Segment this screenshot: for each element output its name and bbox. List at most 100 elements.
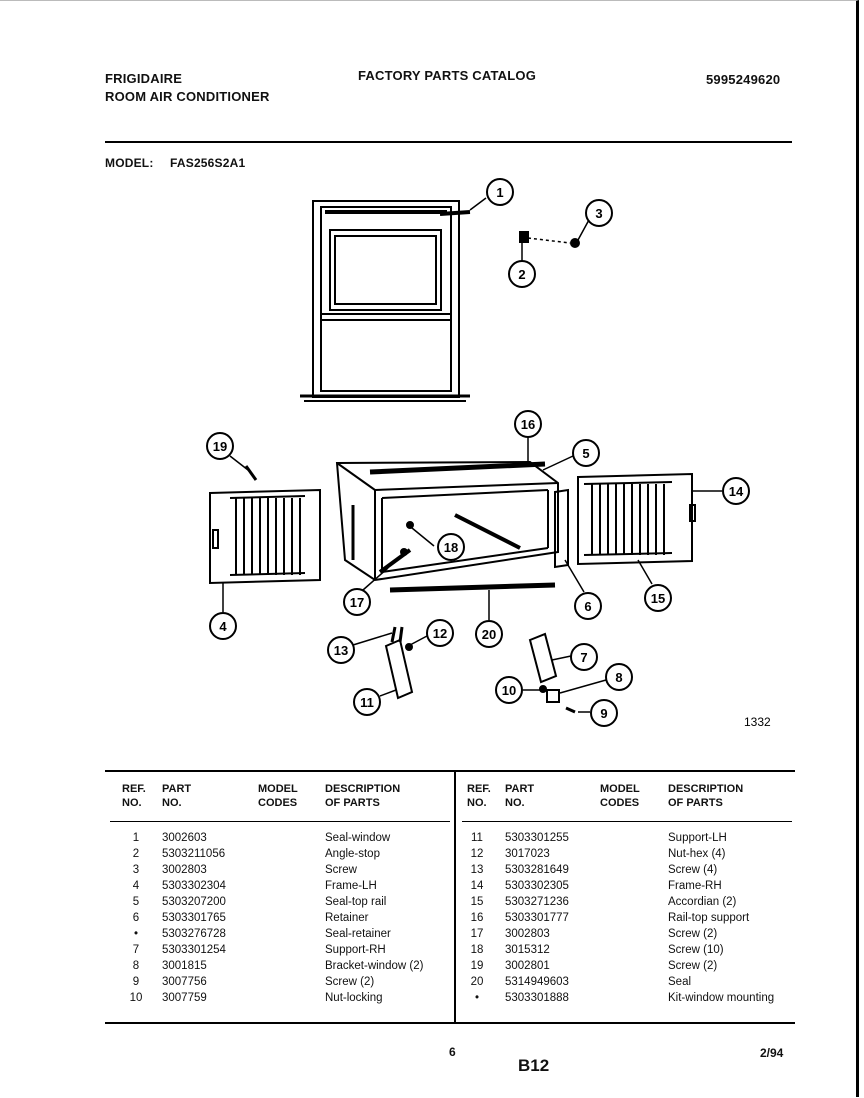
part-number-cell: 5303281649	[505, 864, 569, 876]
ref-cell: 8	[132, 960, 140, 972]
catalog-title: FACTORY PARTS CATALOG	[358, 68, 537, 83]
ref-cell: 6	[132, 912, 140, 924]
description-cell: Support-RH	[325, 944, 386, 956]
description-cell: Kit-window mounting	[668, 992, 775, 1004]
callout-4	[209, 612, 237, 640]
description-cell: Rail-top support	[668, 912, 750, 924]
part-number-cell: 5303207200	[162, 896, 226, 908]
part-number-cell: 3015312	[505, 944, 550, 956]
description-cell: Seal-window	[325, 832, 391, 844]
callout-2	[508, 260, 536, 288]
ref-cell: 9	[132, 976, 140, 988]
description-cell: Screw	[325, 864, 357, 876]
part-number-cell: 5303301254	[162, 944, 226, 956]
description-cell: Nut-hex (4)	[668, 848, 726, 860]
table-top-rule	[105, 770, 795, 772]
ref-cell: 20	[470, 976, 484, 988]
support-hardware	[384, 626, 576, 714]
callout-circles	[206, 178, 750, 727]
description-cell: Seal-retainer	[325, 928, 391, 940]
callout-17	[343, 588, 371, 616]
brand-name: FRIGIDAIRE	[105, 71, 183, 86]
callout-10	[495, 676, 523, 704]
figure-number: 1332	[744, 715, 771, 729]
description-cell: Support-LH	[668, 832, 727, 844]
angle-stop-parts	[519, 231, 580, 248]
description-cell: Screw (10)	[668, 944, 724, 956]
description-cell: Seal-top rail	[325, 896, 387, 908]
callout-9	[590, 699, 618, 727]
ref-cell: 4	[132, 880, 140, 892]
ref-cell: 18	[470, 944, 484, 956]
ref-cell: 1	[132, 832, 140, 844]
callout-label: 6	[584, 599, 591, 614]
part-number-cell: 5303301255	[505, 832, 569, 844]
callout-label: 14	[729, 484, 744, 499]
callout-label: 2	[518, 267, 525, 282]
header-model-right: MODEL CODES	[600, 783, 640, 809]
left-frame	[209, 488, 321, 585]
part-number-cell: 5303211056	[162, 848, 226, 860]
ref-cell: •	[474, 992, 480, 1004]
ref-cell: 17	[470, 928, 484, 940]
callout-1	[486, 178, 514, 206]
part-number-cell: 5303302305	[505, 880, 569, 892]
callout-6	[574, 592, 602, 620]
leader-lines	[222, 197, 722, 713]
header-desc-left: DESCRIPTION OF PARTS	[325, 783, 401, 809]
description-cell: Bracket-window (2)	[325, 960, 424, 972]
callout-8	[605, 663, 633, 691]
ref-cell: 13	[470, 864, 484, 876]
right-header-rule	[462, 821, 792, 822]
part-number-cell: 3017023	[505, 848, 550, 860]
section-code: B12	[518, 1056, 550, 1075]
part-number-cell: 3002801	[505, 960, 550, 972]
ref-cell: 19	[470, 960, 484, 972]
description-cell: Frame-LH	[325, 880, 377, 892]
header-rule	[105, 141, 792, 143]
ref-cell: 10	[129, 992, 143, 1004]
header-part-left: PART NO.	[162, 783, 192, 809]
ref-cell: 12	[470, 848, 484, 860]
header-ref-right: REF. NO.	[467, 783, 491, 809]
ref-cell: 11	[471, 832, 483, 844]
ref-cell: •	[133, 928, 139, 940]
part-number-cell: 5303301777	[505, 912, 569, 924]
description-cell: Retainer	[325, 912, 369, 924]
callout-label: 17	[350, 595, 364, 610]
header-desc-right: DESCRIPTION OF PARTS	[668, 783, 744, 809]
part-number-cell: 3002603	[162, 832, 207, 844]
part-number-cell: 5303276728	[162, 928, 226, 940]
part-number-cell: 3007759	[162, 992, 207, 1004]
part-number-cell: 5314949603	[505, 976, 569, 988]
part-number-cell: 5303271236	[505, 896, 569, 908]
part-number-cell: 3002803	[162, 864, 207, 876]
callout-13	[327, 636, 355, 664]
header-part-right: PART NO.	[505, 783, 535, 809]
header-model-left: MODEL CODES	[258, 783, 298, 809]
callout-20	[475, 620, 503, 648]
callout-19	[206, 432, 234, 460]
callout-label: 8	[615, 670, 622, 685]
callout-label: 7	[580, 650, 587, 665]
callout-label: 3	[595, 206, 602, 221]
ref-cell: 3	[132, 864, 140, 876]
callout-18	[437, 533, 465, 561]
callout-7	[570, 643, 598, 671]
callout-label: 19	[213, 439, 227, 454]
description-cell: Angle-stop	[325, 848, 380, 860]
callout-label: 4	[219, 619, 227, 634]
catalog-number: 5995249620	[706, 72, 781, 87]
callout-5	[572, 439, 600, 467]
table-divider	[454, 772, 456, 1022]
ref-cell: 5	[132, 896, 140, 908]
ref-cell: 14	[470, 880, 484, 892]
callout-11	[353, 688, 381, 716]
ref-cell: 2	[132, 848, 140, 860]
right-frame	[554, 472, 696, 569]
window-assembly	[300, 200, 471, 402]
callout-label: 16	[521, 417, 535, 432]
part-number-cell: 5303301765	[162, 912, 226, 924]
